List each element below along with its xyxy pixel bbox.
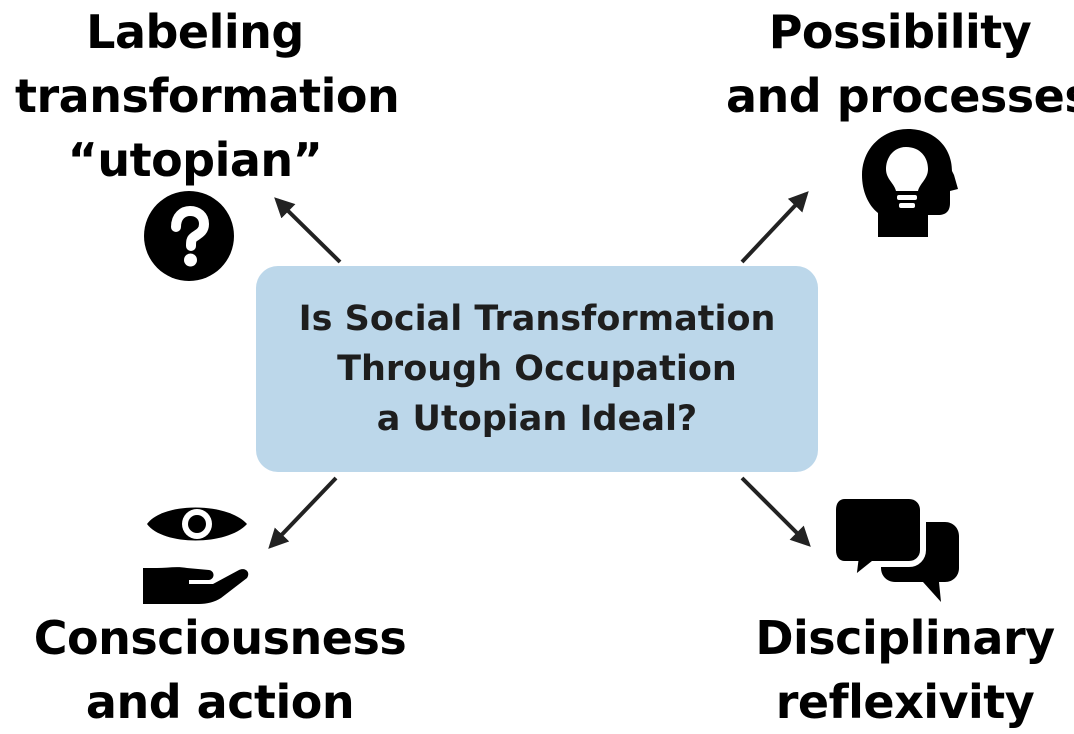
label-line: and processes	[726, 69, 1074, 123]
arrow-top-left	[274, 197, 342, 264]
central-question-line: Through Occupation	[337, 349, 737, 389]
speech-bubbles-icon	[833, 494, 959, 602]
label-line: Disciplinary	[755, 611, 1055, 665]
label-disciplinary-reflexivity: Disciplinary reflexivity	[745, 606, 1065, 734]
lightbulb-head-icon	[862, 129, 958, 237]
arrow-bottom-left	[268, 476, 338, 549]
question-circle-icon	[144, 191, 234, 281]
central-question-line: Is Social Transformation	[298, 299, 776, 339]
label-line: “utopian”	[67, 133, 323, 187]
eye-hand-icon	[143, 507, 249, 604]
central-question-box: Is Social Transformation Through Occupat…	[256, 266, 818, 472]
label-labeling-transformation: Labeling transformation “utopian”	[15, 0, 400, 192]
label-possibility-processes: Possibility and processes	[726, 0, 1074, 128]
label-line: transformation	[15, 69, 400, 123]
label-line: Possibility	[768, 5, 1032, 59]
label-consciousness-action: Consciousness and action	[25, 606, 415, 734]
label-line: Consciousness	[33, 611, 407, 665]
label-line: Labeling	[86, 5, 304, 59]
arrow-top-right	[740, 191, 809, 264]
central-question-line: a Utopian Ideal?	[376, 399, 698, 439]
arrow-bottom-right	[740, 476, 811, 547]
label-line: and action	[85, 675, 355, 729]
label-line: reflexivity	[775, 675, 1035, 729]
